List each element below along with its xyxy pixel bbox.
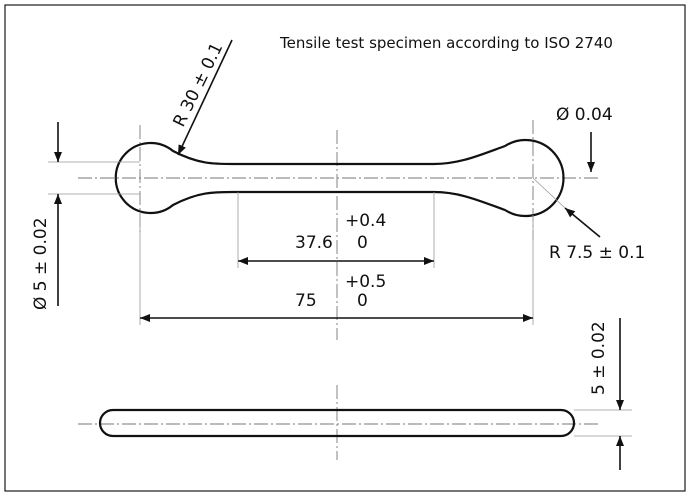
overall-length-value: 75: [295, 291, 317, 311]
end-radius-construction: [532, 177, 566, 209]
gauge-length-value: 37.6: [295, 233, 333, 253]
flatness-label: Ø 0.04: [556, 105, 613, 125]
gauge-tolerance-upper: +0.4: [345, 211, 386, 231]
gauge-tolerance-lower: 0: [357, 233, 368, 253]
drawing-title: Tensile test specimen according to ISO 2…: [279, 34, 613, 52]
end-radius-label: R 7.5 ± 0.1: [549, 243, 645, 263]
overall-tolerance-lower: 0: [357, 291, 368, 311]
head-diameter-label: Ø 5 ± 0.02: [31, 217, 51, 310]
overall-tolerance-upper: +0.5: [345, 272, 386, 292]
specimen-top-view-outline: [114, 138, 565, 218]
thickness-label: 5 ± 0.02: [589, 321, 609, 395]
specimen-side-view-outline: [98, 408, 576, 438]
end-radius-leader: [564, 207, 601, 238]
fillet-radius-leader: [177, 39, 233, 156]
